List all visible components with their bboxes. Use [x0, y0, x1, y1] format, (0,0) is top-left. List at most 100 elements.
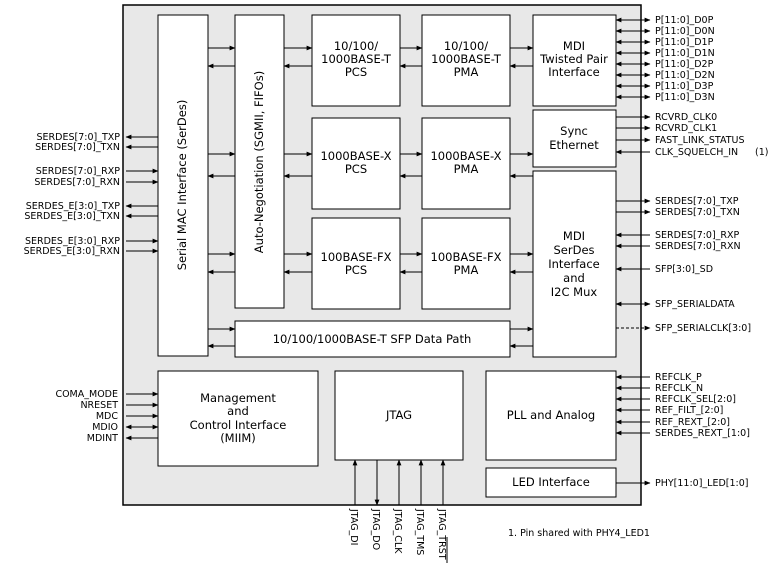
sync-eth-line1: Sync [560, 124, 588, 138]
left-pin-2: SERDES[7:0]_RXP [36, 166, 121, 177]
sync-pin-1: RCVRD_CLK1 [655, 123, 717, 134]
jtag-pins: JTAG_DI JTAG_DO JTAG_CLK JTAG_TMS JTAG_T… [348, 459, 448, 563]
pcs-x-line1: 1000BASE-X [320, 149, 391, 163]
tp-pin-5: P[11:0]_D2N [655, 70, 715, 81]
mgmt-pin-3: MDIO [92, 422, 118, 433]
pll-pins: REFCLK_P REFCLK_N REFCLK_SEL[2:0] REF_FI… [615, 372, 750, 439]
left-pin-4: SERDES_E[3:0]_TXP [26, 201, 120, 212]
mgmt-pin-1: NRESET [80, 400, 118, 411]
serdes-r-pin-2: SERDES[7:0]_RXP [655, 230, 740, 241]
left-pin-3: SERDES[7:0]_RXN [34, 177, 120, 188]
tp-pin-1: P[11:0]_D0N [655, 26, 715, 37]
mdi-serdes-line3: Interface [548, 257, 600, 271]
pma-t-line3: PMA [454, 65, 479, 79]
led-pin: PHY[11:0]_LED[1:0] [655, 478, 748, 489]
pma-x-line1: 1000BASE-X [430, 149, 501, 163]
pma-fx-line1: 100BASE-FX [431, 250, 502, 264]
serdes-r-pin-5: SFP_SERIALDATA [655, 299, 735, 310]
pcs-t-line2: 1000BASE-T [321, 52, 392, 66]
serdes-r-pin-4: SFP[3:0]_SD [655, 264, 713, 275]
serdes-mac-label: Serial MAC Interface (SerDes) [175, 100, 189, 271]
serdes-r-pin-6: SFP_SERIALCLK[3:0] [655, 323, 751, 334]
pll-pin-5: SERDES_REXT_[1:0] [655, 428, 750, 439]
mgmt-pin-4: MDINT [87, 433, 118, 444]
mdi-tp-line3: Interface [548, 65, 600, 79]
pll-pin-2: REFCLK_SEL[2:0] [655, 394, 736, 405]
jtag-pin-3: JTAG_TMS [414, 508, 425, 555]
left-pin-1: SERDES[7:0]_TXN [35, 142, 120, 153]
sfp-path-block: 10/100/1000BASE-T SFP Data Path [234, 320, 511, 358]
led-block: LED Interface [485, 467, 617, 498]
jtag-pin-1: JTAG_DO [370, 508, 381, 550]
pma-t-line1: 10/100/ [444, 39, 488, 53]
pma-fx-block: 100BASE-FX PMA [421, 217, 511, 310]
sync-pin-2: FAST_LINK_STATUS [655, 135, 745, 146]
sync-pin-3: CLK_SQUELCH_IN [655, 147, 738, 158]
twisted-pair-pins: P[11:0]_D0P P[11:0]_D0N P[11:0]_D1P P[11… [615, 15, 715, 103]
sync-eth-line2: Ethernet [549, 138, 599, 152]
mdi-serdes-line5: I2C Mux [551, 285, 598, 299]
pll-pin-0: REFCLK_P [655, 372, 702, 383]
pma-x-line2: PMA [454, 162, 479, 176]
left-pin-5: SERDES_E[3:0]_TXN [24, 211, 120, 222]
serdes-r-pin-1: SERDES[7:0]_TXN [655, 207, 740, 218]
jtag-label: JTAG [385, 408, 412, 422]
left-pin-6: SERDES_E[3:0]_RXP [25, 236, 120, 247]
jtag-block: JTAG [334, 370, 464, 461]
autoneg-block: Auto-Negotiation (SGMII, FIFOs) [234, 14, 285, 309]
pcs-x-block: 1000BASE-X PCS [311, 117, 401, 210]
tp-pin-3: P[11:0]_D1N [655, 48, 715, 59]
pcs-fx-line2: PCS [345, 263, 367, 277]
pma-t-block: 10/100/ 1000BASE-T PMA [421, 14, 511, 107]
serdes-r-pin-3: SERDES[7:0]_RXN [655, 241, 741, 252]
mdi-serdes-line4: and [563, 271, 585, 285]
miim-line4: (MIIM) [220, 431, 256, 445]
internal-connections [207, 45, 534, 349]
pcs-t-block: 10/100/ 1000BASE-T PCS [311, 14, 401, 107]
left-serdes-pins: SERDES[7:0]_TXP SERDES[7:0]_TXN SERDES[7… [24, 132, 159, 257]
miim-line2: and [227, 404, 249, 418]
miim-line3: Control Interface [190, 418, 287, 432]
mdi-tp-line2: Twisted Pair [539, 52, 608, 66]
sync-pin-0: RCVRD_CLK0 [655, 112, 717, 123]
led-pins: PHY[11:0]_LED[1:0] [616, 478, 748, 489]
mgmt-pins: COMA_MODE NRESET MDC MDIO MDINT [55, 389, 159, 444]
sync-note-ref: (1) [755, 147, 768, 158]
miim-block: Management and Control Interface (MIIM) [157, 370, 319, 467]
pll-pin-3: REF_FILT_[2:0] [655, 405, 723, 416]
mdi-serdes-block: MDI SerDes Interface and I2C Mux [532, 170, 617, 358]
serdes-mac-block: Serial MAC Interface (SerDes) [157, 14, 209, 357]
miim-line1: Management [200, 391, 276, 405]
sync-pins: RCVRD_CLK0 RCVRD_CLK1 FAST_LINK_STATUS C… [615, 112, 768, 158]
jtag-pin-2: JTAG_CLK [392, 508, 403, 554]
jtag-pin-0: JTAG_DI [348, 508, 359, 545]
sync-eth-block: Sync Ethernet [532, 109, 617, 168]
footnote: 1. Pin shared with PHY4_LED1 [508, 528, 650, 539]
left-pin-7: SERDES_E[3:0]_RXN [24, 246, 120, 257]
pcs-t-line1: 10/100/ [334, 39, 378, 53]
pcs-x-line2: PCS [345, 162, 367, 176]
tp-pin-7: P[11:0]_D3N [655, 92, 715, 103]
sfp-path-label: 10/100/1000BASE-T SFP Data Path [273, 332, 472, 346]
serdes-r-pin-0: SERDES[7:0]_TXP [655, 196, 739, 207]
pll-pin-4: REF_REXT_[2:0] [655, 417, 730, 428]
pcs-fx-line1: 100BASE-FX [321, 250, 392, 264]
pll-block: PLL and Analog [485, 370, 617, 461]
pcs-fx-block: 100BASE-FX PCS [311, 217, 401, 310]
left-pin-0: SERDES[7:0]_TXP [37, 132, 121, 143]
mgmt-pin-0: COMA_MODE [55, 389, 118, 400]
pcs-t-line3: PCS [345, 65, 367, 79]
mdi-tp-block: MDI Twisted Pair Interface [532, 14, 617, 107]
pll-label: PLL and Analog [507, 408, 595, 422]
pma-x-block: 1000BASE-X PMA [421, 117, 511, 210]
led-label: LED Interface [512, 475, 590, 489]
tp-pin-6: P[11:0]_D3P [655, 81, 714, 92]
mdi-serdes-line1: MDI [563, 229, 585, 243]
autoneg-label: Auto-Negotiation (SGMII, FIFOs) [252, 71, 266, 253]
tp-pin-0: P[11:0]_D0P [655, 15, 714, 26]
mgmt-pin-2: MDC [96, 411, 119, 422]
pma-t-line2: 1000BASE-T [431, 52, 502, 66]
tp-pin-2: P[11:0]_D1P [655, 37, 714, 48]
mdi-serdes-line2: SerDes [553, 243, 594, 257]
